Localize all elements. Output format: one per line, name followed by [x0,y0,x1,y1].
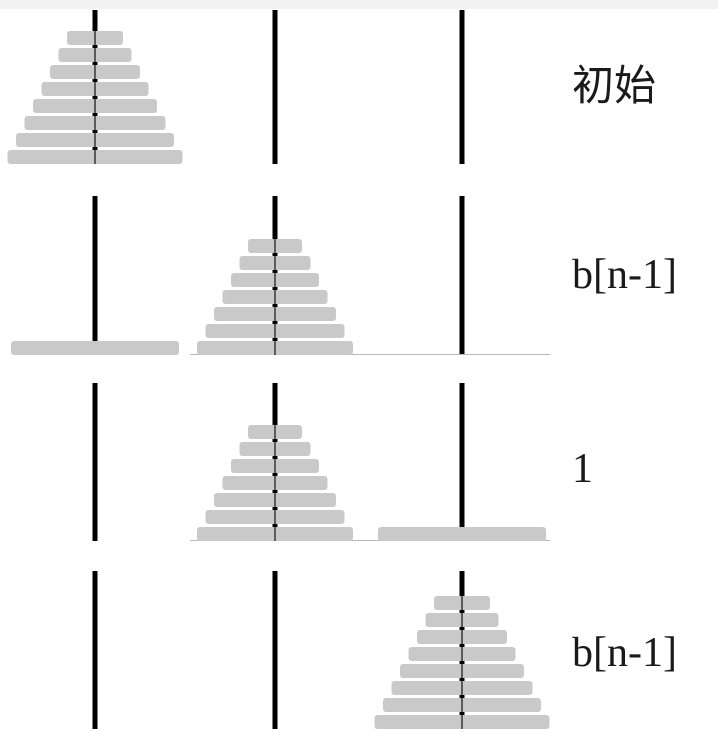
peg-through-1-1 [94,31,96,164]
row-label-move-n-minus-1-again: b[n-1] [572,630,677,676]
row-label-move-n-minus-1: b[n-1] [572,252,677,298]
peg-3-1 [92,383,98,541]
disk-row3-peg3-largest [378,527,546,541]
peg-4-1 [92,571,98,729]
peg-2-3 [459,196,465,355]
peg-through-2-2 [274,239,276,355]
peg-1-3 [459,10,465,164]
row-label-initial: 初始 [572,64,657,110]
peg-4-2 [272,571,278,729]
disk-row2-peg1-largest [11,341,179,355]
peg-2-1 [92,196,98,355]
peg-3-3 [459,383,465,541]
top-strip [0,0,718,9]
peg-1-2 [272,10,278,164]
peg-through-4-3 [461,596,463,729]
row-label-move-1: 1 [572,446,593,492]
peg-through-3-2 [274,425,276,541]
